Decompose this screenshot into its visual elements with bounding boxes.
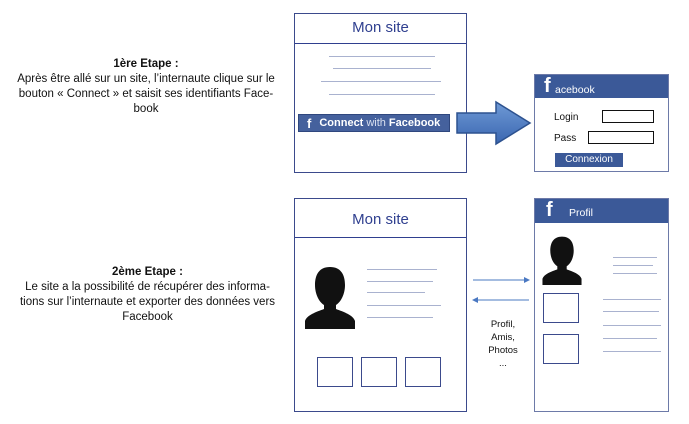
step2-line-1: Le site a la possibilité de récupérer de… — [25, 281, 270, 293]
site-title: Mon site — [352, 19, 409, 36]
media-thumbnail — [405, 357, 441, 387]
user-avatar-icon — [305, 267, 355, 329]
profile-line — [367, 281, 433, 282]
facebook-login-window: f acebook Login Pass Connexion — [534, 74, 669, 172]
media-thumbnail — [361, 357, 397, 387]
profile-line — [613, 257, 657, 258]
profile-line — [613, 273, 657, 274]
profile-line — [367, 305, 441, 306]
site-title-divider — [295, 43, 466, 44]
profile-title: Profil — [569, 207, 593, 219]
profile-line — [367, 292, 425, 293]
step2-line-3: Facebook — [122, 311, 173, 323]
photo-thumbnail — [543, 293, 579, 323]
profile-line — [613, 265, 653, 266]
site-title-divider — [295, 237, 466, 238]
content-line — [329, 56, 435, 57]
content-line — [329, 94, 435, 95]
content-line — [333, 68, 431, 69]
info-line — [603, 311, 659, 312]
site-title: Mon site — [352, 211, 409, 228]
user-avatar-icon — [542, 236, 582, 285]
site-window-step2: Mon site — [294, 198, 467, 412]
right-arrow-icon — [456, 100, 532, 146]
profile-line — [367, 269, 437, 270]
facebook-connect-button[interactable]: f Connect with Facebook — [298, 114, 450, 132]
step2-text: 2ème Etape : Le site a la possibilité de… — [0, 265, 295, 325]
step1-text: 1ère Etape : Après être allé sur un site… — [0, 57, 292, 117]
info-line — [603, 338, 657, 339]
login-label: Login — [554, 112, 579, 123]
facebook-header: f Profil — [535, 199, 668, 223]
step1-line-2: bouton « Connect » et saisit ses identif… — [18, 88, 274, 100]
exchanged-item: ... — [499, 358, 507, 369]
info-line — [603, 351, 661, 352]
info-line — [603, 325, 661, 326]
content-line — [321, 81, 441, 82]
info-line — [603, 299, 661, 300]
exchanged-item: Profil, — [490, 319, 516, 330]
pass-label: Pass — [554, 133, 577, 144]
facebook-brand: acebook — [555, 84, 595, 96]
profile-line — [367, 317, 433, 318]
facebook-f-icon: f — [546, 199, 553, 221]
facebook-profile-window: f Profil — [534, 198, 669, 412]
facebook-header: f acebook — [535, 75, 668, 98]
site-window-step1: Mon site f Connect with Facebook — [294, 13, 467, 173]
exchange-arrows-icon — [472, 277, 530, 303]
connect-facebook-label: Facebook — [388, 117, 441, 129]
step1-line-3: book — [133, 103, 159, 115]
exchanged-item: Amis, — [491, 332, 515, 343]
connect-with-label: with — [366, 117, 386, 129]
step1-line-1: Après être allé sur un site, l’internaut… — [17, 73, 275, 85]
photo-thumbnail — [543, 334, 579, 364]
step2-line-2: tions sur l’internaute et exporter des d… — [19, 296, 276, 308]
connexion-button[interactable]: Connexion — [555, 153, 623, 167]
step1-title: 1ère Etape : — [113, 58, 179, 70]
pass-input[interactable] — [588, 131, 654, 144]
exchanged-data-list: Profil, Amis, Photos ... — [478, 318, 528, 370]
login-input[interactable] — [602, 110, 654, 123]
exchanged-item: Photos — [488, 345, 518, 356]
connect-label: Connect — [319, 117, 364, 129]
facebook-f-icon: f — [307, 115, 312, 131]
step2-title: 2ème Etape : — [112, 266, 183, 278]
media-thumbnail — [317, 357, 353, 387]
facebook-f-icon: f — [544, 75, 551, 97]
